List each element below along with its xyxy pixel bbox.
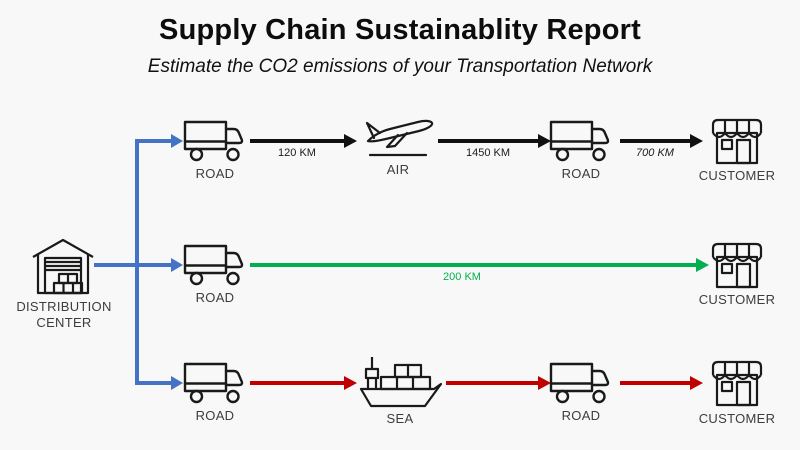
route-sea-arrowhead-1	[344, 376, 357, 390]
route-air-edge-2	[438, 139, 538, 143]
edge-label-200km: 200 KM	[443, 271, 481, 283]
store-icon	[707, 114, 767, 166]
branch-arrow-top	[135, 139, 171, 143]
page-subtitle: Estimate the CO2 emissions of your Trans…	[147, 56, 653, 77]
truck-icon	[549, 118, 613, 166]
truck-icon	[183, 118, 247, 166]
distribution-center-label: DISTRIBUTION CENTER	[16, 299, 112, 331]
truck-icon	[549, 360, 613, 408]
node-label-sea: SEA	[386, 411, 414, 426]
warehouse-icon	[31, 236, 95, 296]
route-air-edge-3	[620, 139, 690, 143]
node-label-road: ROAD	[195, 166, 235, 181]
edge-label-120km: 120 KM	[278, 147, 316, 159]
edge-label-1450km: 1450 KM	[465, 147, 511, 159]
route-sea-arrowhead-3	[690, 376, 703, 390]
edge-label-700km: 700 KM	[636, 147, 674, 159]
truck-icon	[183, 242, 247, 290]
node-label-road: ROAD	[195, 408, 235, 423]
node-label-customer: CUSTOMER	[698, 292, 776, 307]
route-direct-edge-1	[250, 263, 696, 267]
route-air-edge-1	[250, 139, 344, 143]
route-air-arrowhead-2	[538, 134, 551, 148]
route-sea-arrowhead-2	[538, 376, 551, 390]
page-title: Supply Chain Sustainablity Report	[159, 14, 641, 46]
route-sea-edge-1	[250, 381, 344, 385]
node-label-road: ROAD	[561, 408, 601, 423]
branch-arrow-bottom	[135, 381, 171, 385]
route-sea-edge-3	[620, 381, 690, 385]
store-icon	[707, 238, 767, 290]
node-label-customer: CUSTOMER	[698, 411, 776, 426]
route-air-arrowhead-1	[344, 134, 357, 148]
route-air-arrowhead-3	[690, 134, 703, 148]
truck-icon	[183, 360, 247, 408]
store-icon	[707, 356, 767, 408]
node-label-road: ROAD	[195, 290, 235, 305]
branch-arrowhead-middle	[171, 258, 183, 272]
branch-arrowhead-bottom	[171, 376, 183, 390]
ship-icon	[356, 354, 444, 410]
route-direct-arrowhead-1	[696, 258, 709, 272]
plane-icon	[360, 114, 436, 158]
node-label-air: AIR	[386, 162, 410, 177]
route-sea-edge-2	[446, 381, 538, 385]
branch-arrowhead-top	[171, 134, 183, 148]
node-label-road: ROAD	[561, 166, 601, 181]
node-label-customer: CUSTOMER	[698, 168, 776, 183]
branch-arrow-middle	[94, 263, 171, 267]
branch-vertical-line	[135, 139, 139, 385]
